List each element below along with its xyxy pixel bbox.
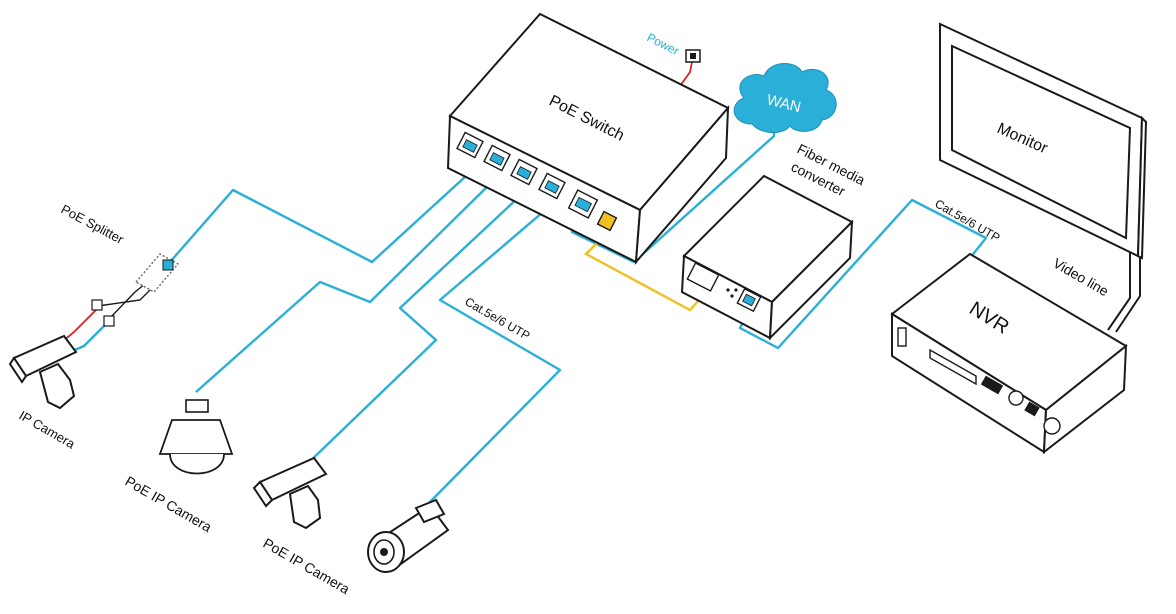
bullet-camera	[367, 498, 450, 573]
poe-box-camera-label: PoE IP Camera	[261, 535, 353, 597]
switch-ports	[456, 131, 618, 232]
poe-switch-icon	[446, 12, 730, 265]
fiber-media-converter: Fiber media converter	[680, 140, 868, 341]
splitter-red-lead	[61, 309, 97, 343]
monitor: Monitor	[939, 22, 1148, 260]
poe-splitter-icon	[91, 253, 180, 327]
video-line-label: Video line	[1051, 255, 1112, 300]
cable-switch-to-bullet-camera	[425, 186, 562, 507]
ip-camera: IP Camera	[8, 334, 79, 452]
power-label: Power	[645, 30, 682, 58]
poe-dome-camera-label: PoE IP Camera	[123, 473, 215, 535]
splitter-blue-lead	[69, 323, 107, 354]
cable-switch-to-splitter	[169, 152, 468, 264]
video-line-monitor-to-nvr	[1107, 248, 1141, 333]
wan-cloud-icon	[733, 63, 837, 133]
cable-label-nvr: Cat.5e/6 UTP	[933, 196, 1003, 244]
ip-camera-label: IP Camera	[17, 408, 79, 452]
box-camera-icon	[252, 456, 328, 530]
box-camera-icon	[8, 334, 78, 410]
poe-splitter-label: PoE Splitter	[59, 201, 127, 247]
fiber-converter-icon	[680, 174, 854, 341]
poe-switch: PoE Switch Power	[446, 12, 730, 265]
poe-dome-camera: PoE IP Camera	[123, 399, 234, 535]
power-socket-icon	[685, 49, 701, 63]
monitor-icon	[939, 22, 1148, 260]
nvr: NVR	[890, 252, 1128, 455]
poe-splitter: PoE Splitter	[59, 201, 180, 327]
dome-camera-icon	[158, 399, 234, 475]
nvr-recorder-icon	[890, 252, 1128, 455]
wan-cloud: WAN	[733, 63, 837, 133]
bullet-camera-icon	[367, 498, 450, 573]
poe-box-camera: PoE IP Camera	[252, 456, 353, 597]
